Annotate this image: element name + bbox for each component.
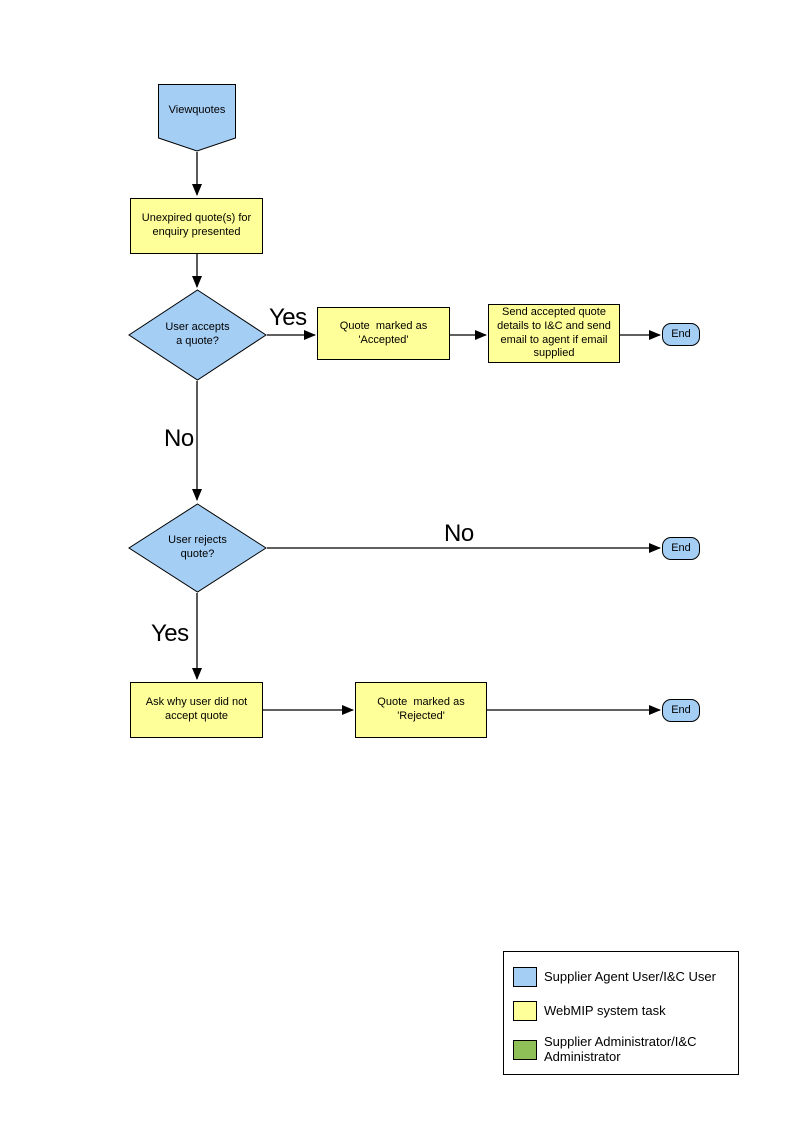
edge-label-accept-no: No [164,425,194,452]
edge-label-accept-yes: Yes [269,304,307,331]
node-start-viewquotes: Viewquotes [158,84,236,152]
node-mark-rejected: Quote marked as 'Rejected' [355,682,487,738]
node-reject-decision: User rejects quote? [128,503,267,593]
legend-swatch-green [513,1039,537,1060]
legend-item-webmip-task: WebMIP system task [513,1001,738,1021]
legend-label: WebMIP system task [544,1002,666,1018]
node-present-quotes: Unexpired quote(s) for enquiry presented [130,198,263,254]
diamond-shape [128,289,267,381]
node-mark-accepted: Quote marked as 'Accepted' [317,307,450,360]
node-ask-why: Ask why user did not accept quote [130,682,263,738]
node-label: Quote marked as 'Accepted' [339,319,428,346]
node-label: Quote marked as 'Rejected' [377,696,465,722]
legend-label: Supplier Agent User/I&C User [544,968,716,984]
node-label: End [671,541,691,554]
node-label: End [671,327,691,340]
edge-label-reject-yes: Yes [151,620,189,647]
legend-swatch-blue [513,967,537,987]
node-accept-decision: User accepts a quote? [128,289,267,381]
edge-label-reject-no: No [444,520,474,547]
legend-item-supplier-admin: Supplier Administrator/I&C Administrator [513,1034,738,1065]
node-label: User rejects quote? [168,534,227,560]
pentagon-shape [158,84,236,152]
node-label: Viewquotes [168,104,226,117]
legend-item-supplier-agent: Supplier Agent User/I&C User [513,967,738,987]
node-label: Ask why user did not accept quote [145,696,248,722]
node-label: Unexpired quote(s) for enquiry presented [141,212,252,238]
node-end-no-action: End [662,537,700,560]
node-send-details: Send accepted quote details to I&C and s… [488,304,620,363]
node-label: User accepts a quote? [165,321,230,347]
legend: Supplier Agent User/I&C User WebMIP syst… [503,951,739,1075]
legend-swatch-yellow [513,1001,537,1021]
diamond-shape [128,503,267,593]
node-label: Send accepted quote details to I&C and s… [497,306,611,360]
node-end-accepted: End [662,323,700,346]
legend-label: Supplier Administrator/I&C Administrator [544,1034,697,1064]
node-end-rejected: End [662,699,700,722]
node-label: End [671,703,691,716]
